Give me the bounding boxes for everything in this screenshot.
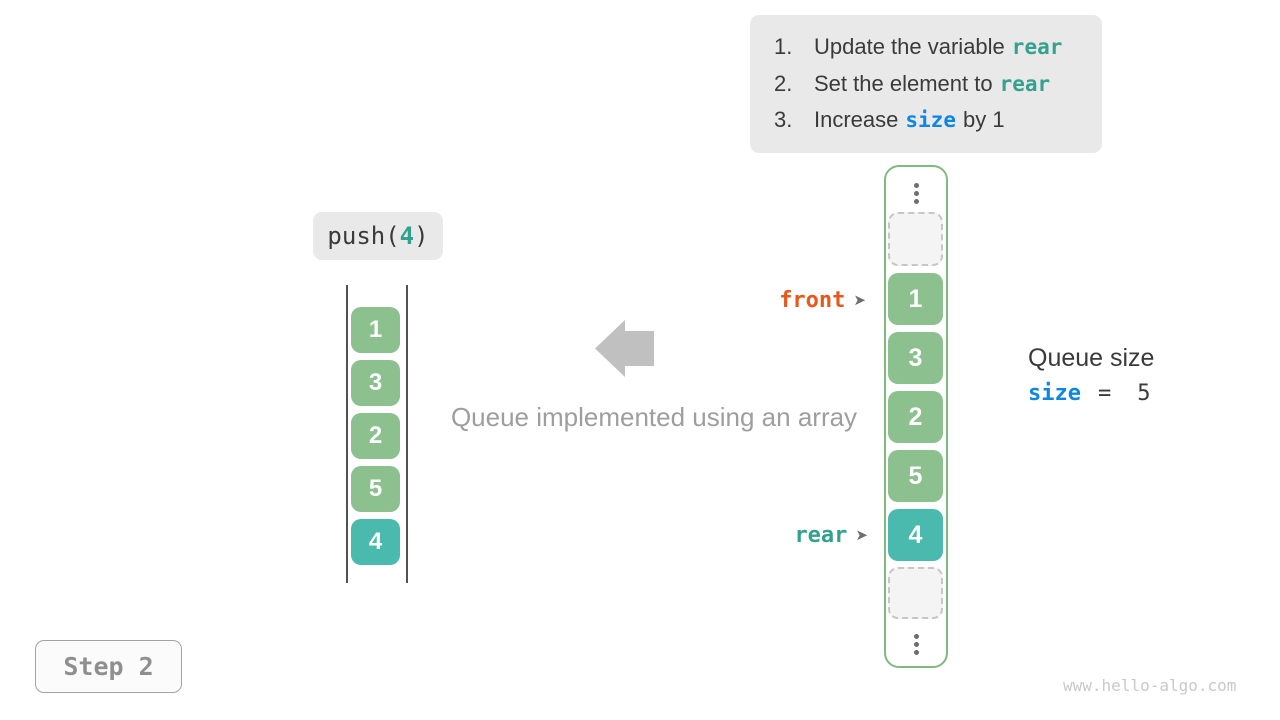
push-operation-label: push( 4 ) (313, 212, 443, 260)
stack-cell: 3 (351, 360, 400, 406)
stack-cell: 2 (351, 413, 400, 459)
pointer-arrow-icon: ➤ (853, 290, 866, 309)
instruction-number: 2. (774, 70, 793, 96)
step-badge: Step 2 (35, 640, 182, 693)
left-block-arrow-icon (595, 320, 654, 382)
instruction-text: by 1 (962, 107, 1005, 132)
instruction-item: 1. Update the variable rear (774, 29, 1092, 66)
watermark: www.hello-algo.com (1063, 676, 1237, 695)
code-token-rear: rear (999, 71, 1051, 96)
instruction-text: Increase (814, 107, 899, 132)
instruction-text: Update the variable (814, 34, 1005, 59)
stack-cell: 1 (351, 307, 400, 353)
size-value: 5 (1137, 381, 1151, 406)
stack-wall-right (406, 285, 408, 583)
code-token-size: size (905, 108, 956, 132)
front-pointer: front ➤ (696, 287, 866, 313)
array-cell: 1 (888, 273, 943, 325)
stack-cell: 5 (351, 466, 400, 512)
equals-sign: = (1097, 381, 1112, 406)
instruction-number: 1. (774, 34, 793, 59)
instruction-panel: 1. Update the variable rear 2. Set the e… (750, 15, 1102, 153)
array-cell-new: 4 (888, 509, 943, 561)
push-argument: 4 (399, 222, 415, 250)
rear-pointer: rear ➤ (698, 522, 868, 548)
instruction-item: 3. Increase size by 1 (774, 102, 1092, 139)
size-variable: size (1028, 381, 1081, 406)
ellipsis-icon (913, 634, 919, 655)
rear-pointer-label: rear (794, 522, 848, 548)
instruction-item: 2. Set the element to rear (774, 66, 1092, 103)
ellipsis-icon (913, 183, 919, 204)
stack-cell-new: 4 (351, 519, 400, 565)
front-pointer-label: front (779, 287, 846, 313)
array-empty-cell (888, 567, 943, 619)
array-cell: 5 (888, 450, 943, 502)
push-suffix: ) (414, 222, 429, 250)
array-cell: 2 (888, 391, 943, 443)
queue-size-expression: size = 5 (1028, 381, 1150, 406)
pointer-arrow-icon: ➤ (855, 525, 868, 544)
queue-size-title: Queue size (1028, 344, 1155, 372)
array-cell: 3 (888, 332, 943, 384)
code-token-rear: rear (1011, 35, 1063, 59)
instruction-text: Set the element to (814, 70, 993, 96)
push-prefix: push( (327, 222, 400, 250)
stack-wall-left (346, 285, 348, 583)
instruction-number: 3. (774, 107, 793, 132)
diagram-caption: Queue implemented using an array (450, 402, 858, 432)
array-empty-cell (888, 212, 943, 266)
